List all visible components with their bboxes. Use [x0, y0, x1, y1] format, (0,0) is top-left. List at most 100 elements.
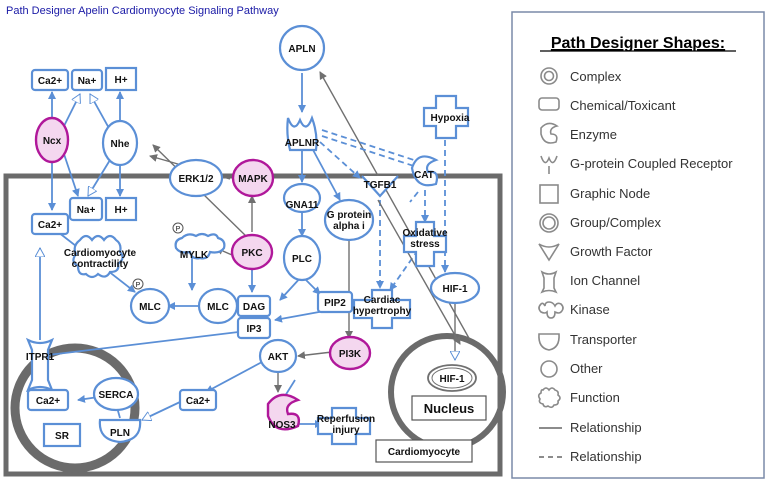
legend-item-label: Transporter — [570, 332, 637, 347]
svg-text:Nhe: Nhe — [111, 139, 130, 150]
nodes: APLN APLNR Ca2+ Na+ H+ Ncx Nhe — [26, 24, 487, 463]
legend-item-label: Other — [570, 361, 603, 376]
svg-text:ERK1/2: ERK1/2 — [178, 174, 213, 185]
plc-node: PLC — [282, 234, 322, 282]
svg-text:PIP2: PIP2 — [324, 298, 346, 309]
legend-item-label: Chemical/Toxicant — [570, 98, 676, 113]
ca2-sr-node: Ca2+ — [26, 388, 70, 412]
svg-text:APLNR: APLNR — [285, 138, 320, 149]
svg-text:ITPR1: ITPR1 — [26, 352, 55, 363]
nucleus-label: Nucleus — [411, 395, 487, 421]
phospho-p2: P — [132, 278, 144, 290]
svg-text:Cardiomyocyte: Cardiomyocyte — [388, 447, 461, 458]
dag-node: DAG — [236, 294, 272, 318]
svg-text:IP3: IP3 — [246, 324, 261, 335]
svg-text:PKC: PKC — [241, 248, 262, 259]
gpcr-icon — [540, 155, 558, 174]
ca2-top-node: Ca2+ — [30, 68, 70, 92]
svg-text:MLC: MLC — [139, 302, 161, 313]
svg-text:GNA11: GNA11 — [286, 200, 319, 211]
transporter-icon — [538, 333, 560, 351]
hif1-top-node: HIF-1 — [429, 271, 481, 305]
ca2-low-node: Ca2+ — [178, 388, 218, 412]
hypoxia-node: Hypoxia — [422, 94, 470, 140]
sr-node: SR — [42, 422, 82, 448]
svg-text:SR: SR — [55, 431, 70, 442]
svg-text:P: P — [176, 226, 181, 233]
nhe-node: Nhe — [101, 119, 139, 167]
ion-channel-icon — [540, 270, 558, 294]
svg-text:PLC: PLC — [292, 254, 312, 265]
legend-item-label: Relationship — [570, 420, 642, 435]
enzyme-icon — [540, 122, 559, 144]
figure-title: Path Designer Apelin Cardiomyocyte Signa… — [6, 5, 279, 17]
aplnr-node: APLNR — [285, 114, 320, 152]
svg-text:Ca2+: Ca2+ — [186, 396, 210, 407]
nucleus-compartment — [388, 333, 506, 451]
serca-node: SERCA — [92, 376, 140, 412]
tgfb1-node: TGFB1 — [361, 175, 399, 198]
svg-text:TGFB1: TGFB1 — [364, 180, 397, 191]
ip3-node: IP3 — [236, 316, 272, 340]
svg-text:AKT: AKT — [268, 352, 289, 363]
svg-text:SERCA: SERCA — [98, 390, 133, 401]
svg-text:APLN: APLN — [288, 44, 315, 55]
svg-text:Nucleus: Nucleus — [424, 401, 475, 416]
svg-text:MAPK: MAPK — [238, 174, 268, 185]
ncx-node: Ncx — [34, 116, 70, 164]
svg-text:P: P — [136, 282, 141, 289]
erk-node: ERK1/2 — [168, 158, 224, 198]
legend-title: Path Designer Shapes: — [551, 35, 725, 52]
legend-item-label: Enzyme — [570, 127, 617, 142]
svg-text:MYLK: MYLK — [180, 250, 209, 261]
legend-item-label: Function — [570, 390, 620, 405]
svg-text:DAG: DAG — [243, 302, 265, 313]
svg-text:Na+: Na+ — [78, 76, 97, 87]
pln-node: PLN — [98, 418, 142, 444]
ca2-mid-node: Ca2+ — [30, 212, 70, 236]
legend-item-label: G-protein Coupled Receptor — [570, 156, 733, 171]
other-icon — [540, 360, 558, 378]
svg-text:H+: H+ — [114, 205, 127, 216]
h-inner-node: H+ — [104, 196, 138, 222]
legend-panel: Path Designer Shapes: — [511, 11, 765, 479]
legend-item-label: Complex — [570, 69, 622, 84]
svg-text:H+: H+ — [114, 75, 127, 86]
function-icon — [537, 387, 561, 409]
svg-text:HIF-1: HIF-1 — [440, 374, 465, 385]
svg-text:Ca2+: Ca2+ — [38, 76, 62, 87]
complex-icon — [540, 67, 558, 85]
na-top-node: Na+ — [70, 68, 104, 92]
cardiomyocyte-label: Cardiomyocyte — [375, 439, 473, 463]
mlc2-node: MLC — [197, 287, 239, 325]
growth-factor-icon — [538, 243, 560, 262]
mylk-node: MYLK — [174, 232, 226, 261]
legend-item-label: Graphic Node — [570, 186, 650, 201]
mapk-node: MAPK — [231, 158, 275, 198]
svg-text:Na+: Na+ — [77, 205, 96, 216]
h-top-node: H+ — [104, 66, 138, 92]
legend-item-label: Ion Channel — [570, 273, 640, 288]
group-complex-icon — [539, 213, 559, 233]
kinase-icon — [538, 301, 564, 319]
akt-node: AKT — [258, 338, 298, 374]
hif1-nucleus-node: HIF-1 — [427, 364, 477, 392]
svg-text:PI3K: PI3K — [339, 349, 362, 360]
legend-item-label: Relationship — [570, 449, 642, 464]
svg-text:CAT: CAT — [414, 170, 434, 181]
cat-node: CAT — [410, 155, 439, 187]
nos3-node: NOS3 — [266, 393, 301, 431]
legend-item-label: Group/Complex — [570, 215, 662, 230]
svg-text:Ca2+: Ca2+ — [38, 220, 62, 231]
